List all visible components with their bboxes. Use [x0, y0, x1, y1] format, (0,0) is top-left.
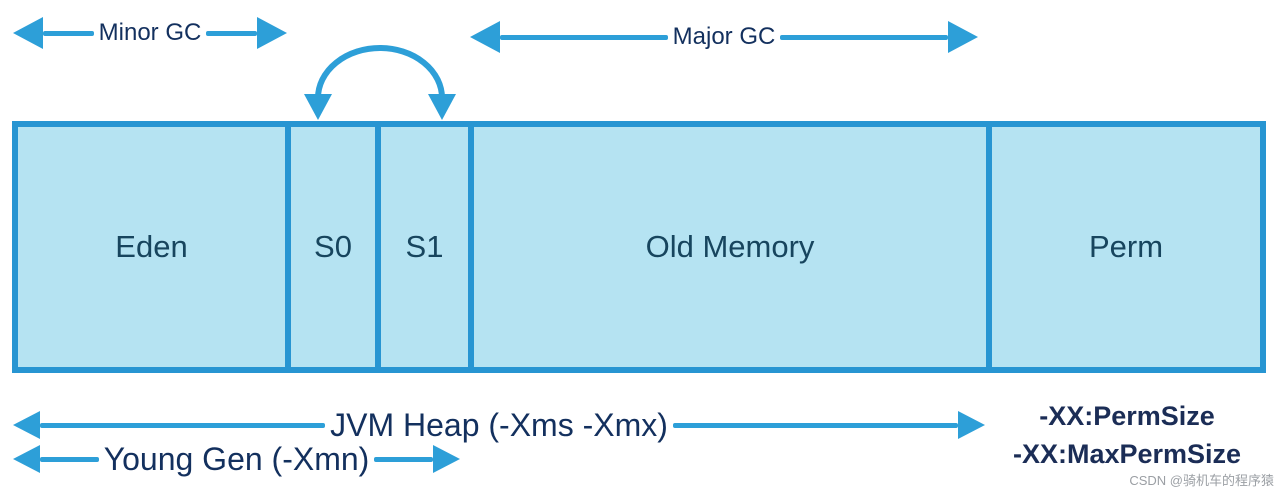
region-divider: [375, 127, 381, 367]
arrowhead-left-icon: [470, 21, 500, 53]
jvm-heap-arrow: JVM Heap (-Xms -Xmx): [13, 406, 986, 443]
region-s1: S1: [381, 127, 468, 367]
arrow-line: [374, 456, 433, 462]
arrowhead-right-icon: [958, 411, 986, 439]
region-s1-label: S1: [405, 229, 444, 264]
arrow-line: [780, 34, 948, 40]
survivor-swap-arrow-icon: [304, 45, 456, 120]
arrow-line: [500, 34, 668, 40]
perm-flags: -XX:PermSize -XX:MaxPermSize: [998, 397, 1256, 474]
arrowhead-right-icon: [433, 445, 460, 473]
heap-box: Eden S0 S1 Old Memory Perm: [12, 121, 1266, 373]
arrowhead-left-icon: [13, 445, 40, 473]
region-divider: [468, 127, 474, 367]
arrow-line: [206, 30, 257, 36]
young-gen-arrow: Young Gen (-Xmn): [13, 440, 460, 477]
minor-gc-arrow: Minor GC: [13, 15, 287, 51]
region-eden-label: Eden: [115, 229, 188, 264]
arrow-line: [672, 422, 959, 428]
minor-gc-label: Minor GC: [98, 19, 202, 46]
region-old-memory-label: Old Memory: [645, 229, 815, 264]
region-s0-label: S0: [314, 229, 352, 264]
perm-size-label: -XX:PermSize: [1039, 401, 1215, 431]
region-s0: S0: [291, 127, 375, 367]
region-perm: Perm: [992, 127, 1260, 367]
region-divider: [285, 127, 291, 367]
max-perm-size-label: -XX:MaxPermSize: [1012, 439, 1242, 470]
arrow-line: [43, 30, 94, 36]
region-eden: Eden: [18, 127, 285, 367]
jvm-heap-label: JVM Heap (-Xms -Xmx): [330, 406, 668, 443]
arrowhead-left-icon: [13, 411, 40, 439]
arrow-line: [40, 422, 326, 428]
major-gc-label: Major GC: [672, 23, 776, 50]
arrowhead-right-icon: [257, 17, 287, 49]
region-old-memory: Old Memory: [474, 127, 986, 367]
arrowhead-left-icon: [13, 17, 43, 49]
arrowhead-right-icon: [948, 21, 978, 53]
major-gc-arrow: Major GC: [470, 19, 978, 55]
arrow-line: [40, 456, 99, 462]
region-divider: [986, 127, 992, 367]
young-gen-label: Young Gen (-Xmn): [103, 440, 370, 477]
watermark: CSDN @骑机车的程序猿: [1129, 473, 1274, 488]
region-perm-label: Perm: [1088, 229, 1164, 264]
